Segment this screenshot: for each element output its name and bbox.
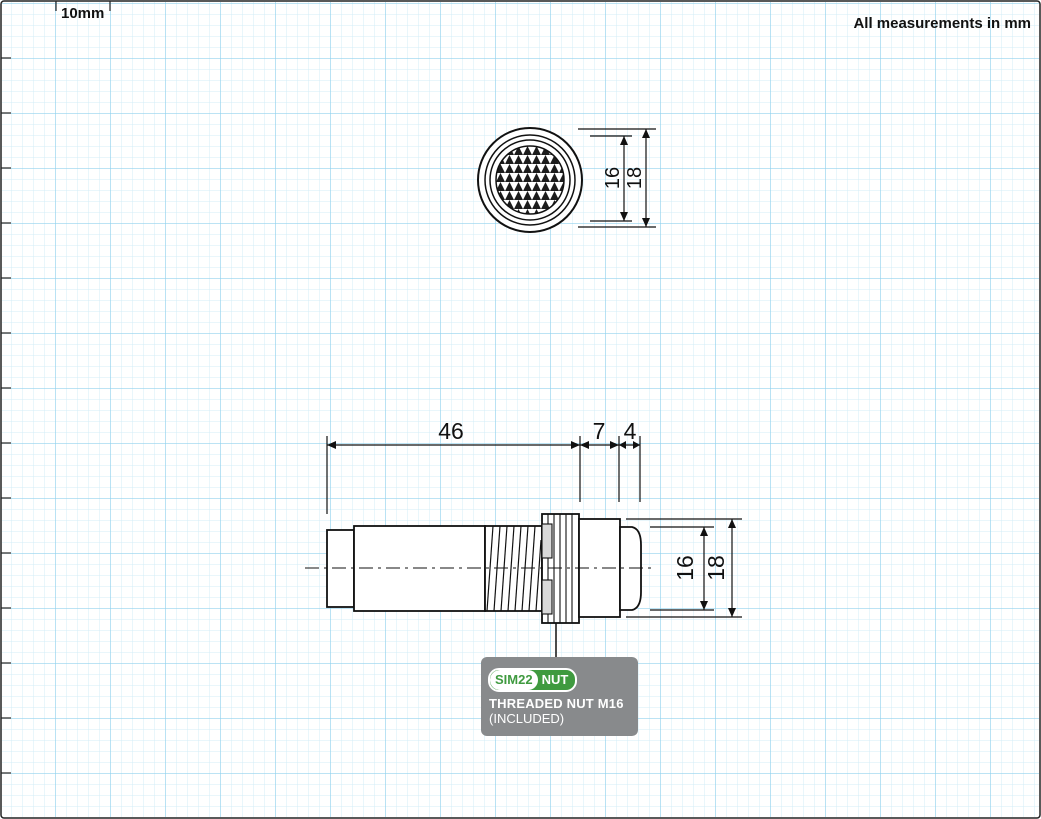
side-inner-diameter-label: 16 <box>672 555 698 581</box>
lens-knurl-pattern <box>496 146 564 214</box>
nut-info-card: SIM22 NUT THREADED NUT M16 (INCLUDED) <box>481 657 638 736</box>
side-view <box>305 513 655 657</box>
body-length-label: 46 <box>438 418 464 444</box>
left-ruler-ticks <box>1 57 11 774</box>
part-badge: SIM22 NUT <box>488 668 578 692</box>
lens-length-label: 4 <box>624 418 637 444</box>
scale-bar <box>55 1 111 11</box>
badge-part-code: SIM22 <box>490 670 538 690</box>
units-note: All measurements in mm <box>853 15 1031 32</box>
badge-part-type: NUT <box>541 672 569 687</box>
scale-label: 10mm <box>61 5 104 22</box>
front-outer-diameter-label: 18 <box>624 167 646 189</box>
front-view: 16 18 <box>477 127 656 233</box>
side-diameter-dimensions <box>626 518 742 618</box>
front-inner-diameter-label: 16 <box>602 167 624 189</box>
nut-length-label: 7 <box>593 418 606 444</box>
side-outer-diameter-label: 18 <box>703 555 729 581</box>
length-dimensions <box>326 436 641 514</box>
nut-subtitle: (INCLUDED) <box>489 711 565 726</box>
nut-title: THREADED NUT M16 <box>489 696 624 711</box>
